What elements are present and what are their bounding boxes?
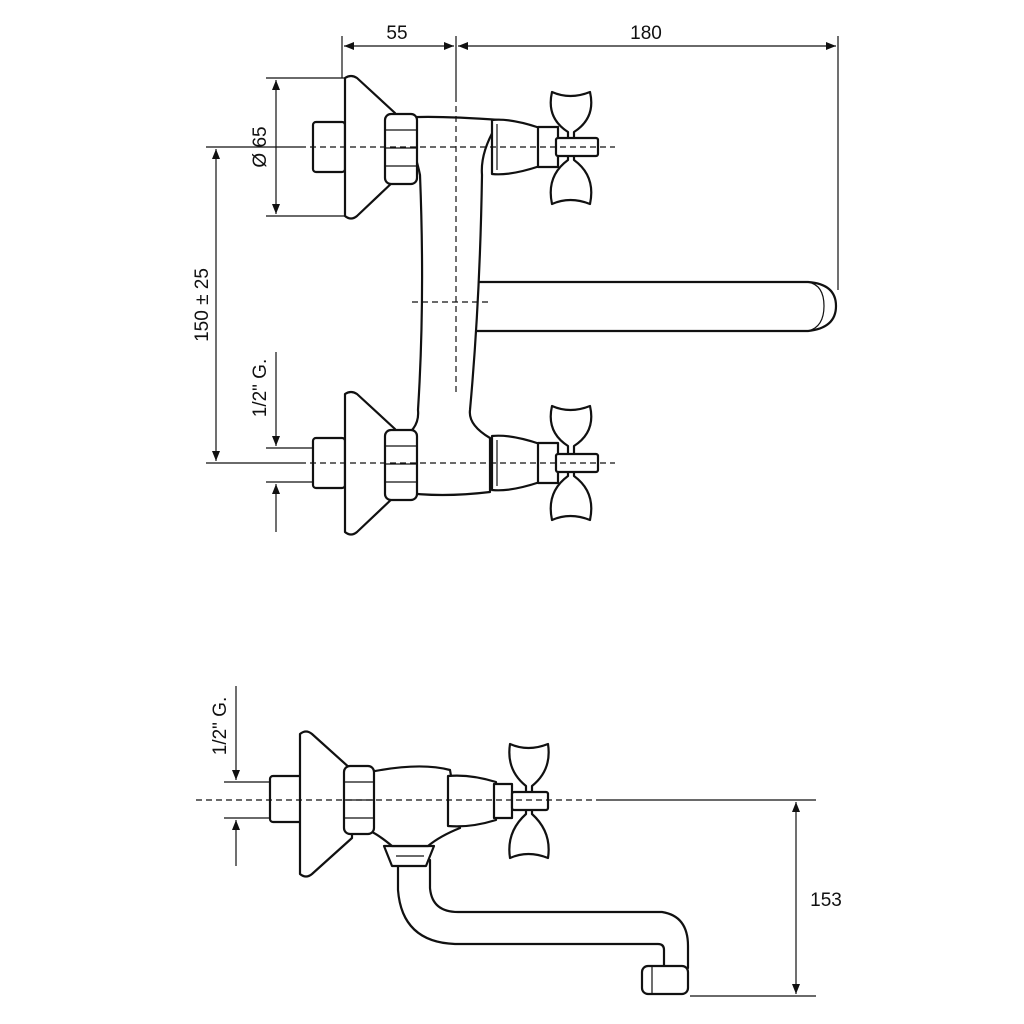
front-view: 55 180 Ø 65 150 ± 25 1/2" G. — [192, 23, 839, 536]
spout-side — [382, 844, 690, 996]
dim-label-55: 55 — [386, 23, 407, 44]
dim-label-thread-front: 1/2" G. — [250, 359, 271, 418]
side-view: 153 1/2" G. — [196, 686, 842, 997]
dim-label-thread-side: 1/2" G. — [210, 697, 231, 756]
dim-label-153: 153 — [810, 890, 842, 911]
dim-width: 55 180 — [341, 23, 839, 290]
rosette-side — [298, 730, 354, 878]
mixer-body-side — [368, 765, 462, 848]
dim-label-spacing: 150 ± 25 — [192, 268, 213, 342]
valve-handle-side — [446, 742, 550, 860]
mixer-body — [396, 115, 502, 497]
dim-spout-height: 153 — [792, 802, 842, 994]
inlet-fitting-side — [268, 774, 304, 824]
dim-label-180: 180 — [630, 23, 662, 44]
dim-inlet-spacing: 150 ± 25 — [192, 146, 300, 464]
centerlines-front — [300, 96, 615, 464]
spout-front — [468, 280, 838, 333]
dim-thread-side: 1/2" G. — [210, 686, 270, 866]
dim-thread-front: 1/2" G. — [250, 352, 313, 532]
